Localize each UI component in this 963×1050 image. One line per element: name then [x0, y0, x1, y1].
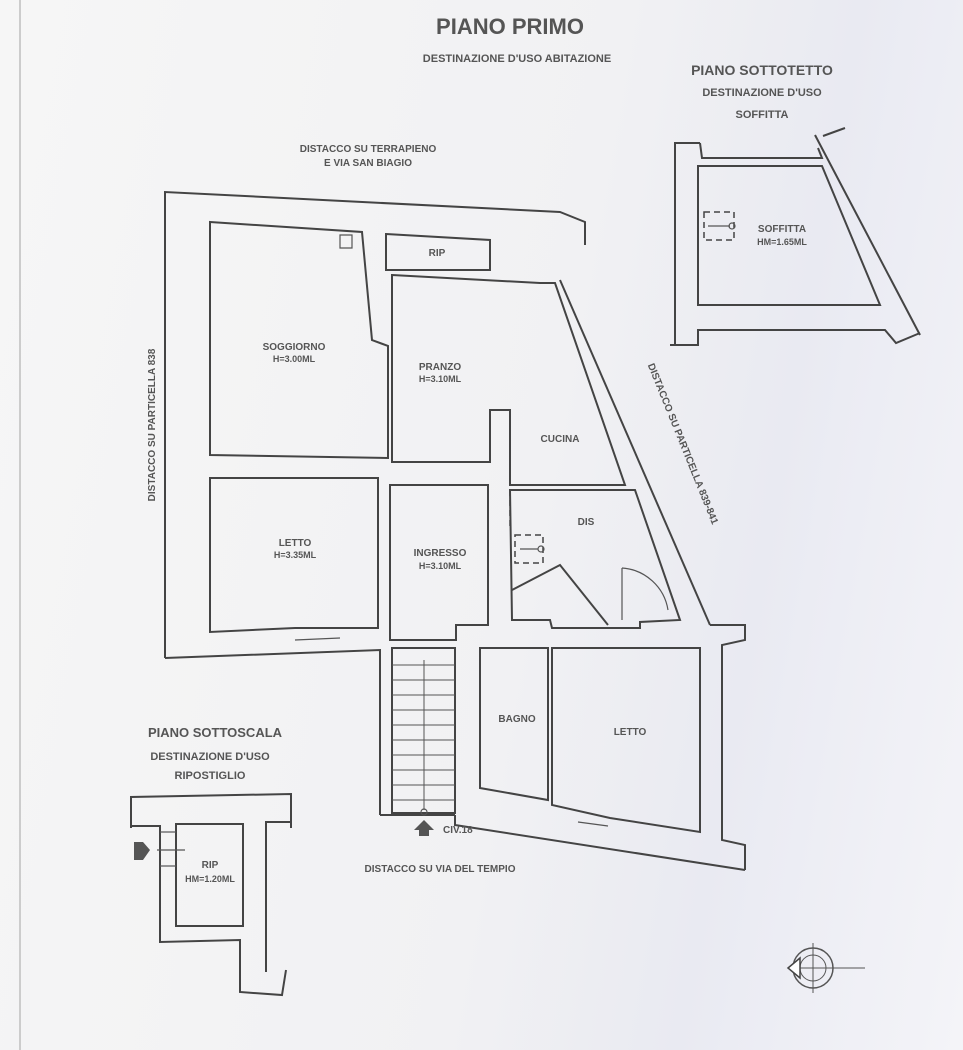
room-letto-1: LETTO: [279, 538, 312, 549]
room-pranzo-height: H=3.10ML: [419, 374, 462, 384]
room-letto-1-height: H=3.35ML: [274, 550, 317, 560]
room-ingresso-height: H=3.10ML: [419, 561, 462, 571]
sottotetto-plan: SOFFITTA HM=1.65ML: [670, 127, 921, 346]
piano-primo-plan: CIV.18 RIP SOGGIORNO H=3.00ML PRANZO H=3…: [164, 190, 746, 871]
sottoscala-room-label: RIP: [202, 860, 219, 871]
soffitta-height: HM=1.65ML: [757, 237, 807, 247]
room-cucina: CUCINA: [541, 434, 580, 445]
room-pranzo: PRANZO: [419, 362, 461, 373]
access-arrow-icon: [134, 842, 150, 860]
entrance-label: CIV.18: [443, 825, 473, 836]
room-dis: DIS: [578, 517, 595, 528]
north-compass-icon: [786, 943, 865, 993]
north-label-1: DISTACCO SU TERRAPIENO: [300, 144, 437, 155]
sottotetto-title: PIANO SOTTOTETTO: [691, 62, 833, 78]
sottoscala-use: RIPOSTIGLIO: [175, 770, 246, 782]
room-bagno: BAGNO: [498, 714, 535, 725]
sottoscala-height: HM=1.20ML: [185, 874, 235, 884]
room-letto-2: LETTO: [614, 727, 647, 738]
piano-primo-subtitle: DESTINAZIONE D'USO ABITAZIONE: [423, 53, 611, 65]
entrance-arrow-icon: [414, 820, 434, 836]
north-label-2: E VIA SAN BIAGIO: [324, 158, 412, 169]
soffitta-room-label: SOFFITTA: [758, 224, 806, 235]
room-ingresso: INGRESSO: [414, 548, 467, 559]
sottotetto-use: SOFFITTA: [736, 109, 789, 121]
south-label: DISTACCO SU VIA DEL TEMPIO: [365, 864, 516, 875]
sottotetto-subtitle: DESTINAZIONE D'USO: [702, 87, 822, 99]
sottoscala-plan: PIANO SOTTOSCALA DESTINAZIONE D'USO RIPO…: [130, 725, 292, 997]
room-soggiorno-height: H=3.00ML: [273, 354, 316, 364]
piano-primo-title: PIANO PRIMO: [436, 14, 584, 39]
sottoscala-title: PIANO SOTTOSCALA: [148, 725, 283, 740]
room-rip: RIP: [429, 248, 446, 259]
west-label: DISTACCO SU PARTICELLA 838: [147, 348, 158, 501]
room-soggiorno: SOGGIORNO: [263, 342, 326, 353]
sottoscala-subtitle: DESTINAZIONE D'USO: [150, 751, 270, 763]
